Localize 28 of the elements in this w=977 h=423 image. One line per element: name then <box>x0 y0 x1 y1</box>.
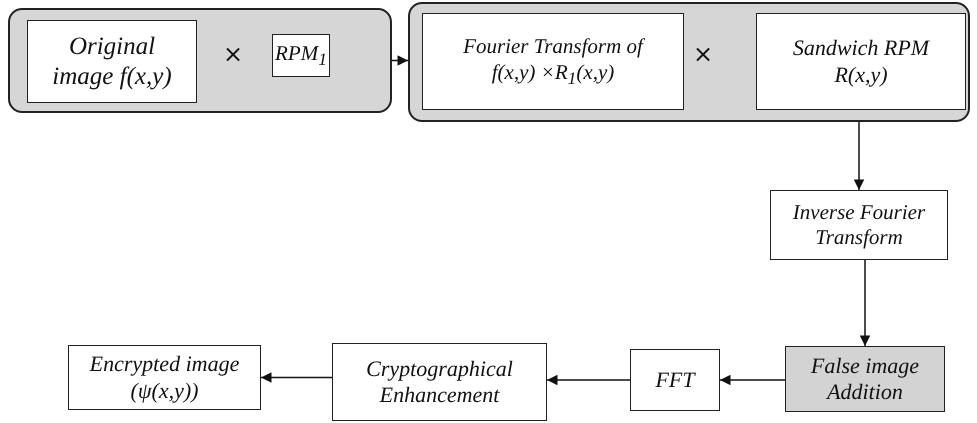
multiply-sign: × <box>222 40 244 68</box>
arrow <box>261 372 332 383</box>
box-label: Original image f(x,y) <box>51 32 173 92</box>
box-label: Sandwich RPM R(x,y) <box>792 35 931 88</box>
process-box <box>756 13 966 110</box>
process-box <box>332 343 547 421</box>
process-box <box>770 190 948 260</box>
arrow <box>854 122 864 190</box>
box-label: False image Addition <box>810 352 920 406</box>
group-panel <box>8 8 392 113</box>
box-label: Inverse Fourier Transform <box>792 200 926 250</box>
box-label: Cryptographical Enhancement <box>365 356 514 408</box>
process-box <box>272 34 330 77</box>
arrow <box>547 374 630 386</box>
process-box <box>68 345 261 410</box>
group-panel <box>408 2 970 122</box>
multiply-sign: × <box>692 40 714 68</box>
process-box <box>630 349 720 411</box>
box-label: RPM$_{1}$ <box>275 40 327 70</box>
process-box <box>785 346 945 412</box>
box-label: FFT <box>655 366 695 394</box>
arrow <box>860 260 870 346</box>
box-label: Fourier Transform of f(x,y) ×R$_{1}$(x,y) <box>443 34 663 89</box>
arrow <box>392 55 408 66</box>
arrow <box>720 374 785 386</box>
process-box <box>27 20 197 103</box>
process-box <box>422 13 684 110</box>
box-label: Encrypted image (ψ(x,y)) <box>88 351 240 404</box>
